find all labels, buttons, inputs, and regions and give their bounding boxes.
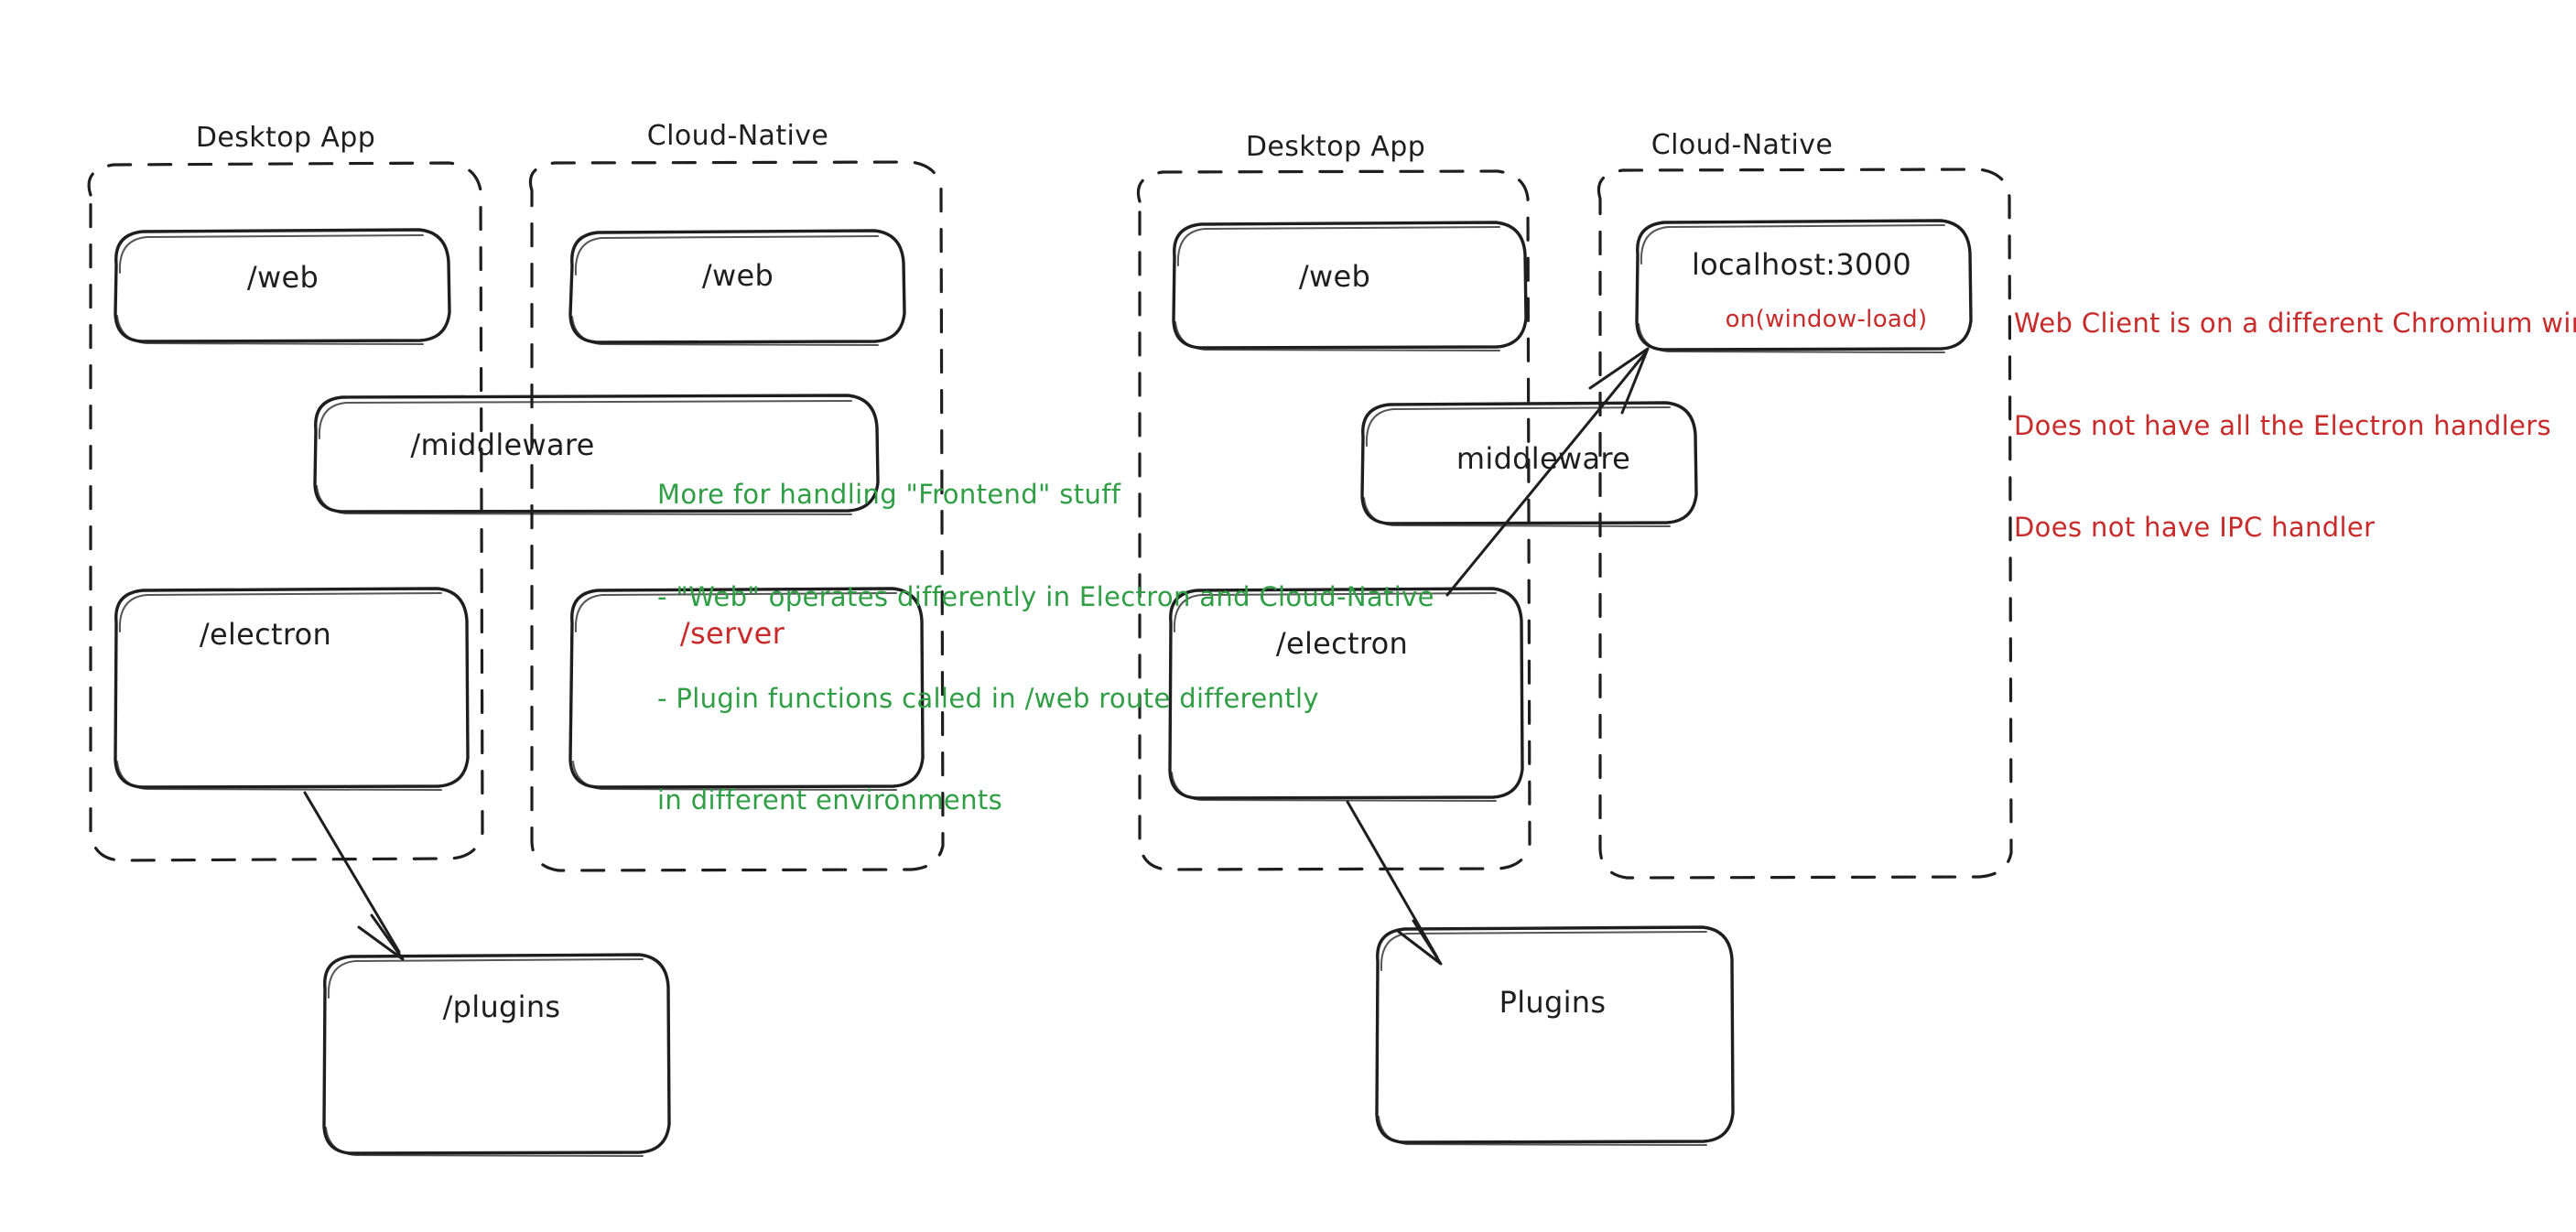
left-box-label-server: /server — [679, 616, 785, 651]
left-box-label-middleware: /middleware — [410, 427, 595, 462]
right-box-sublabel-on-window-load: on(window-load) — [1725, 306, 1928, 333]
red-annotation-line-3: Does not have IPC handler — [2014, 511, 2376, 543]
right-box-label-middleware: middleware — [1456, 441, 1631, 476]
right-box-label-localhost: localhost:3000 — [1691, 247, 1912, 282]
right-box-label-plugins: Plugins — [1499, 985, 1607, 1020]
green-annotation-line-1: More for handling "Frontend" stuff — [657, 479, 1121, 511]
right-group-title-desktop-app: Desktop App — [1245, 131, 1426, 163]
red-annotation-block: Web Client is on a different Chromium wi… — [2014, 239, 2576, 612]
right-box-label-web: /web — [1298, 259, 1371, 294]
arrow-left-electron-to-plugins — [303, 791, 405, 961]
right-group-title-cloud-native: Cloud-Native — [1651, 129, 1834, 161]
left-box-label-web-cloud: /web — [701, 258, 774, 293]
right-box-label-electron: /electron — [1275, 626, 1409, 661]
green-annotation-line-4: in different environments — [657, 784, 1003, 816]
red-annotation-line-1: Web Client is on a different Chromium wi… — [2014, 308, 2576, 340]
green-annotation-line-3: - Plugin functions called in /web route … — [657, 682, 1319, 714]
green-annotation-block: More for handling "Frontend" stuff - "We… — [657, 410, 1434, 886]
left-box-label-plugins: /plugins — [442, 989, 561, 1024]
left-box-label-electron: /electron — [199, 617, 332, 652]
red-annotation-line-2: Does not have all the Electron handlers — [2014, 409, 2551, 441]
left-box-label-web-electron: /web — [246, 260, 319, 295]
left-group-title-desktop-app: Desktop App — [195, 122, 376, 154]
green-annotation-line-2: - "Web" operates differently in Electron… — [657, 580, 1434, 612]
right-plugins-box-shape — [1375, 925, 1735, 1146]
left-plugins-box-shape — [322, 953, 671, 1157]
left-group-title-cloud-native: Cloud-Native — [646, 120, 829, 152]
